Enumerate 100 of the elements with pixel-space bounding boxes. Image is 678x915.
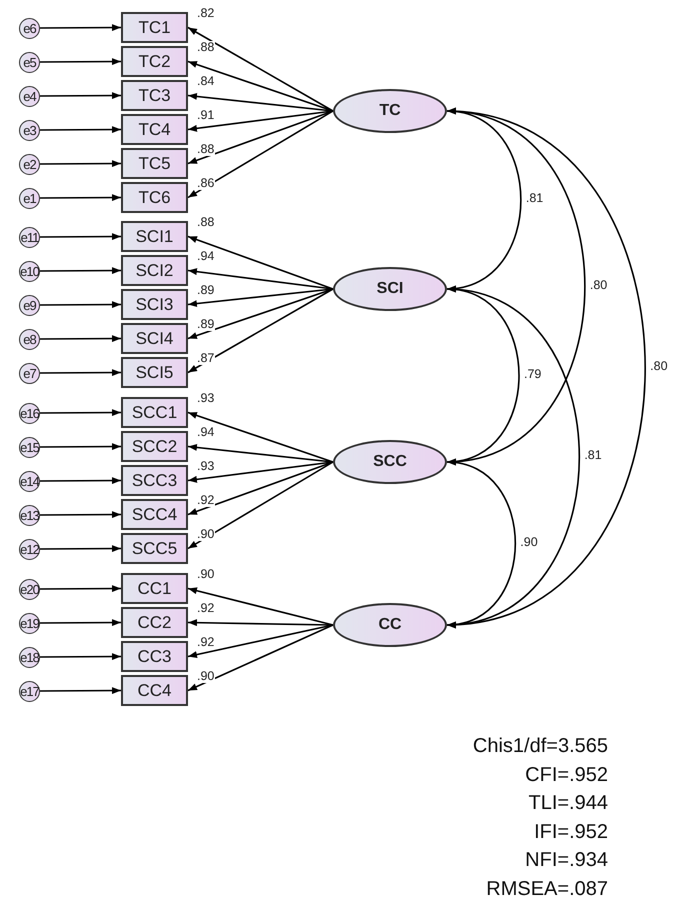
error-circle: e2 <box>19 154 40 174</box>
error-circle: e12 <box>19 538 40 560</box>
arrow <box>188 26 334 112</box>
edge-label: .88 <box>196 142 216 156</box>
error-circle: e1 <box>19 188 40 208</box>
indicator-box: SCI1 <box>121 221 188 252</box>
edge-label: .90 <box>196 568 216 580</box>
fit-index: NFI=.934 <box>525 848 608 873</box>
indicator-box: SCC2 <box>121 431 188 462</box>
arrow <box>40 126 121 134</box>
arrow <box>188 288 334 308</box>
indicator-box: CC2 <box>121 607 188 638</box>
edge-label: .93 <box>196 460 216 472</box>
edge-label: .80 <box>649 360 669 373</box>
indicator-box: SCI3 <box>121 289 188 320</box>
correlation-arrow <box>446 108 646 628</box>
error-circle: e15 <box>19 436 40 458</box>
arrow <box>188 60 334 112</box>
indicator-box: SCC5 <box>121 533 188 564</box>
indicator-box: SCC4 <box>121 499 188 530</box>
edge-label: .94 <box>196 250 216 262</box>
edge-label: .81 <box>583 449 603 462</box>
edge-label: .94 <box>196 426 216 438</box>
arrow <box>188 288 334 374</box>
fit-index: IFI=.952 <box>534 820 608 844</box>
arrow <box>188 444 334 463</box>
error-circle: e8 <box>19 328 40 350</box>
arrow <box>40 687 121 694</box>
edge-label: .93 <box>196 392 216 404</box>
error-circle: e9 <box>19 294 40 316</box>
arrow <box>188 624 334 692</box>
arrow <box>40 477 121 484</box>
arrow <box>188 288 334 340</box>
arrow <box>40 160 121 168</box>
error-circle: e17 <box>19 680 40 702</box>
arrow <box>40 369 121 376</box>
edge-label: .89 <box>196 284 216 296</box>
error-circle: e18 <box>19 646 40 668</box>
indicator-box: CC3 <box>121 641 188 672</box>
indicator-box: SCC3 <box>121 465 188 496</box>
indicator-box: SCI5 <box>121 357 188 388</box>
arrow <box>40 58 121 66</box>
error-circle: e4 <box>19 86 40 106</box>
fit-index: RMSEA=.087 <box>486 876 608 902</box>
edge-label: .82 <box>196 6 216 20</box>
indicator-box: SCI4 <box>121 323 188 354</box>
edge-label: .81 <box>524 192 544 205</box>
arrow <box>188 110 334 164</box>
arrow <box>40 233 121 240</box>
indicator-box: TC3 <box>121 80 188 111</box>
error-circle: e11 <box>19 226 40 248</box>
arrow <box>40 653 121 660</box>
edge-label: .92 <box>196 494 216 506</box>
error-circle: e7 <box>19 362 40 384</box>
arrow <box>188 110 334 198</box>
indicator-box: SCI2 <box>121 255 188 286</box>
arrow <box>40 443 121 450</box>
arrow <box>40 92 121 100</box>
edge-label: .90 <box>196 670 216 682</box>
indicator-box: TC2 <box>121 46 188 77</box>
arrow <box>40 545 121 552</box>
arrow <box>40 511 121 518</box>
error-circle: e5 <box>19 52 40 72</box>
error-circle: e20 <box>19 578 40 600</box>
edge-label: .90 <box>196 528 216 540</box>
latent-ellipse: CC <box>333 603 447 647</box>
arrow <box>40 301 121 308</box>
edge-label: .84 <box>196 74 216 88</box>
error-circle: e13 <box>19 504 40 526</box>
edge-label: .86 <box>196 176 216 190</box>
arrow <box>188 461 334 516</box>
error-circle: e10 <box>19 260 40 282</box>
arrow <box>40 335 121 342</box>
edge-label: .88 <box>196 40 216 54</box>
edge-label: .92 <box>196 636 216 648</box>
edge-label: .92 <box>196 602 216 614</box>
edge-label: .90 <box>519 536 539 548</box>
fit-index: TLI=.944 <box>528 791 608 816</box>
edge-label: .80 <box>588 278 608 292</box>
error-circle: e19 <box>19 612 40 634</box>
arrow <box>188 586 334 626</box>
fit-index: Chis1/df=3.565 <box>472 734 608 759</box>
correlation-arrow <box>446 286 580 628</box>
edge-label: .88 <box>196 216 216 228</box>
arrow <box>40 194 121 202</box>
arrow <box>40 409 121 416</box>
arrow <box>40 619 121 626</box>
arrow <box>188 461 334 550</box>
indicator-box: CC1 <box>121 573 188 604</box>
fit-index: CFI=.952 <box>525 762 608 788</box>
indicator-box: SCC1 <box>121 397 188 428</box>
arrow <box>40 267 121 274</box>
edge-label: .89 <box>196 318 216 330</box>
latent-ellipse: TC <box>333 89 447 133</box>
arrow <box>40 585 121 592</box>
indicator-box: CC4 <box>121 675 188 706</box>
error-circle: e3 <box>19 120 40 140</box>
latent-ellipse: SCI <box>333 267 447 311</box>
latent-ellipse: SCC <box>333 440 447 484</box>
arrow <box>188 92 334 112</box>
